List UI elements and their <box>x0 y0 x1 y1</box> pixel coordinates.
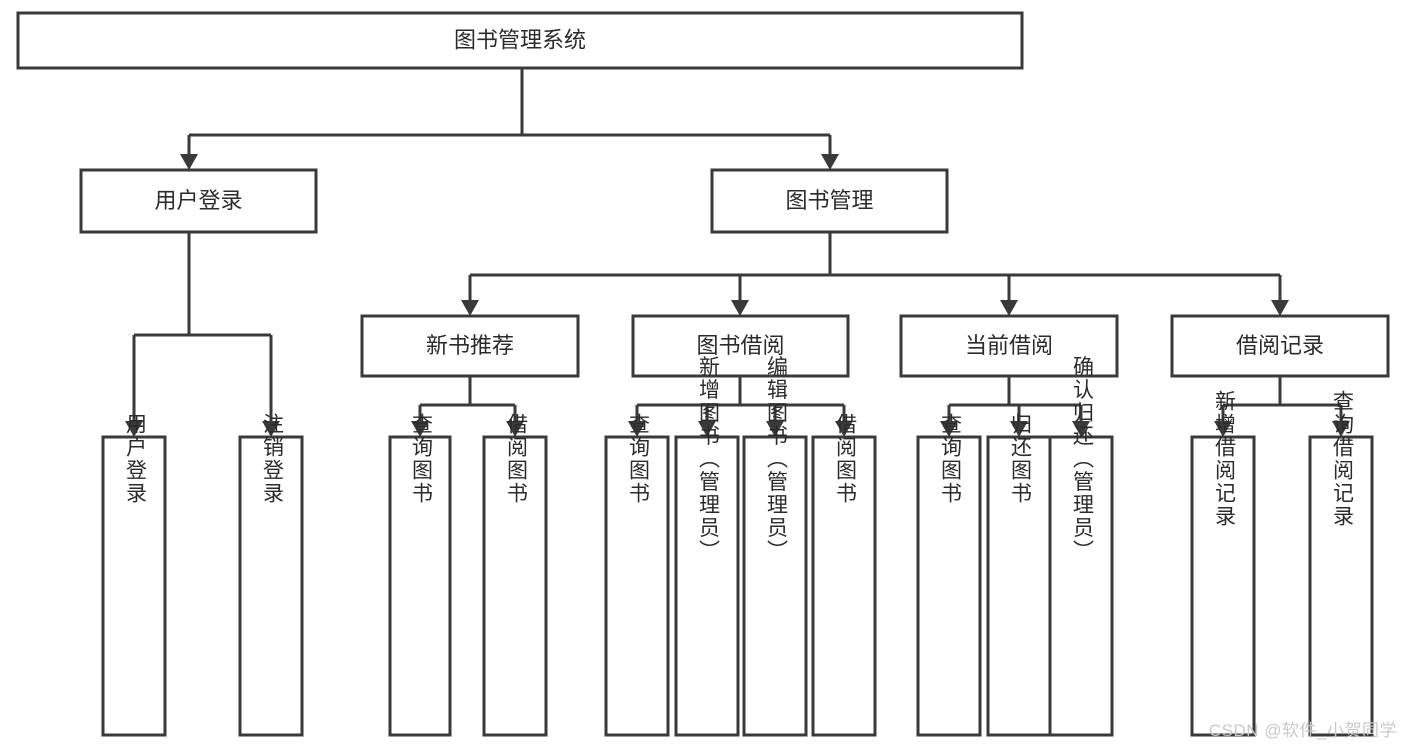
node-查询借阅记录-leaf_12[interactable]: 查询借阅记录 <box>1308 390 1374 737</box>
node-label: 归还图书 <box>1008 413 1032 505</box>
connectors-layer <box>125 68 1350 437</box>
node-label: 新增图书（管理员） <box>696 356 720 563</box>
node-当前借阅-l3_2[interactable]: 当前借阅 <box>899 314 1119 378</box>
node-label: 用户登录 <box>154 188 242 213</box>
node-label: 图书管理 <box>785 188 873 213</box>
node-编辑图书管理员-leaf_6[interactable]: 编辑图书（管理员） <box>742 356 808 737</box>
node-label: 新增借阅记录 <box>1212 390 1236 528</box>
book-mgmt-bus <box>461 232 1289 316</box>
node-归还图书-leaf_9[interactable]: 归还图书 <box>986 413 1052 737</box>
node-注销登录-leaf_1[interactable]: 注销登录 <box>238 413 304 737</box>
node-用户登录-l2_0[interactable]: 用户登录 <box>79 168 318 234</box>
node-借阅图书-leaf_3[interactable]: 借阅图书 <box>482 413 548 737</box>
node-新增图书管理员-leaf_5[interactable]: 新增图书（管理员） <box>674 356 740 737</box>
node-label: 当前借阅 <box>965 333 1053 358</box>
node-借阅图书-leaf_7[interactable]: 借阅图书 <box>811 413 877 737</box>
node-图书借阅-l3_1[interactable]: 图书借阅 <box>631 314 850 378</box>
node-查询图书-leaf_8[interactable]: 查询图书 <box>916 413 982 737</box>
node-查询图书-leaf_4[interactable]: 查询图书 <box>604 413 670 737</box>
current-borrow-bus <box>940 376 1090 437</box>
node-label: 借阅图书 <box>833 413 857 505</box>
node-label: 注销登录 <box>260 413 284 505</box>
node-label: 确认归还（管理员） <box>1070 356 1094 563</box>
node-label: 查询图书 <box>409 413 433 505</box>
node-图书管理系统-root[interactable]: 图书管理系统 <box>16 11 1024 70</box>
node-label: 新书推荐 <box>426 333 514 358</box>
node-新增借阅记录-leaf_11[interactable]: 新增借阅记录 <box>1190 390 1256 737</box>
node-查询图书-leaf_2[interactable]: 查询图书 <box>388 413 452 737</box>
node-label: 图书管理系统 <box>454 27 586 52</box>
node-借阅记录-l3_3[interactable]: 借阅记录 <box>1170 314 1390 378</box>
node-label: 查询图书 <box>626 413 650 505</box>
node-用户登录-leaf_0[interactable]: 用户登录 <box>101 413 167 737</box>
nodes-layer: 图书管理系统用户登录图书管理新书推荐图书借阅当前借阅借阅记录用户登录注销登录查询… <box>16 11 1390 737</box>
node-新书推荐-l3_0[interactable]: 新书推荐 <box>360 314 580 378</box>
node-label: 借阅记录 <box>1236 333 1324 358</box>
root-bus <box>180 68 839 170</box>
borrow-book-bus <box>628 376 853 437</box>
new-book-bus <box>411 376 524 437</box>
node-label: 用户登录 <box>123 413 147 505</box>
borrow-record-bus <box>1214 376 1350 437</box>
node-label: 图书借阅 <box>696 333 784 358</box>
node-label: 编辑图书（管理员） <box>764 356 788 563</box>
node-label: 查询借阅记录 <box>1330 390 1354 528</box>
user-login-bus <box>125 232 280 437</box>
node-图书管理-l2_1[interactable]: 图书管理 <box>710 168 949 234</box>
node-label: 查询图书 <box>938 413 962 505</box>
node-确认归还管理员-leaf_10[interactable]: 确认归还（管理员） <box>1048 356 1114 737</box>
node-label: 借阅图书 <box>504 413 528 505</box>
